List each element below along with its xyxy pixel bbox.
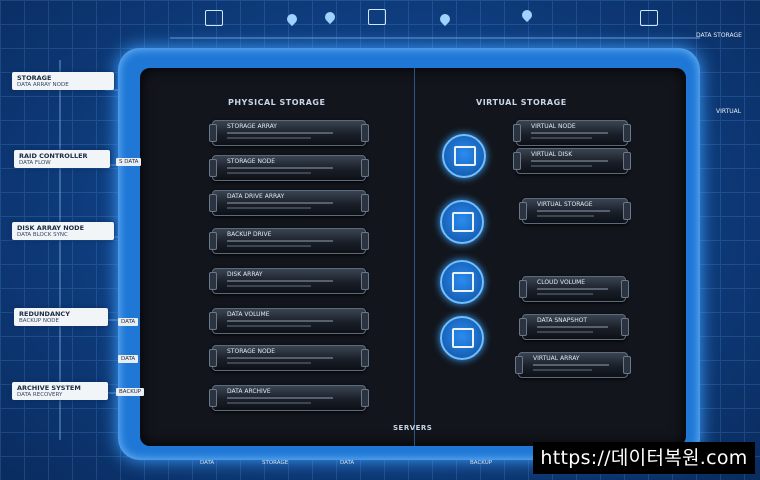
rack-label: CLOUD VOLUME bbox=[537, 279, 586, 286]
rack-label: VIRTUAL ARRAY bbox=[533, 355, 580, 362]
rack-label: BACKUP DRIVE bbox=[227, 231, 272, 238]
computer-node-icon bbox=[440, 316, 484, 360]
left-card: ARCHIVE SYSTEM DATA RECOVERY bbox=[12, 382, 108, 400]
top-server-icon bbox=[368, 9, 386, 25]
rack-label: STORAGE NODE bbox=[227, 348, 276, 355]
top-database-icon bbox=[640, 10, 658, 26]
card-title: RAID CONTROLLER bbox=[19, 152, 88, 160]
bottom-label: DATA bbox=[200, 460, 215, 466]
storage-rack: DATA DRIVE ARRAY bbox=[209, 190, 369, 216]
storage-rack: BACKUP DRIVE bbox=[209, 228, 369, 254]
storage-rack: STORAGE ARRAY bbox=[209, 120, 369, 146]
rack-label: DATA DRIVE ARRAY bbox=[227, 193, 285, 200]
card-title: DISK ARRAY NODE bbox=[17, 224, 85, 232]
rack-label: DISK ARRAY bbox=[227, 271, 263, 278]
bottom-label: DATA bbox=[340, 460, 355, 466]
side-label: DATA STORAGE bbox=[696, 32, 742, 39]
left-card: RAID CONTROLLER DATA FLOW bbox=[14, 150, 110, 168]
virtual-rack: CLOUD VOLUME bbox=[519, 276, 629, 302]
rack-label: DATA VOLUME bbox=[227, 311, 270, 318]
document-node-icon bbox=[440, 200, 484, 244]
virtual-rack: VIRTUAL STORAGE bbox=[519, 198, 631, 224]
server-node-icon bbox=[442, 134, 486, 178]
rack-label: VIRTUAL STORAGE bbox=[537, 201, 593, 208]
left-panel-title: PHYSICAL STORAGE bbox=[228, 98, 326, 107]
left-card: STORAGE DATA ARRAY NODE bbox=[12, 72, 114, 90]
rack-label: DATA ARCHIVE bbox=[227, 388, 271, 395]
card-title: STORAGE bbox=[17, 74, 52, 82]
storage-rack: STORAGE NODE bbox=[209, 345, 369, 371]
storage-node-icon bbox=[440, 260, 484, 304]
flow-tag: S DATA bbox=[116, 158, 142, 166]
rack-label: VIRTUAL DISK bbox=[531, 151, 573, 158]
flow-tag: DATA bbox=[118, 318, 139, 326]
card-title: REDUNDANCY bbox=[19, 310, 70, 318]
rack-label: STORAGE ARRAY bbox=[227, 123, 277, 130]
right-panel-title: VIRTUAL STORAGE bbox=[476, 98, 567, 107]
virtual-rack: VIRTUAL ARRAY bbox=[515, 352, 631, 378]
virtual-rack: VIRTUAL DISK bbox=[513, 148, 631, 174]
watermark-url: https://데이터복원.com bbox=[533, 442, 755, 474]
virtual-rack: DATA SNAPSHOT bbox=[519, 314, 629, 340]
card-subtitle: DATA ARRAY NODE bbox=[17, 82, 69, 88]
rack-label: VIRTUAL NODE bbox=[531, 123, 576, 130]
top-monitor-icon bbox=[205, 10, 223, 26]
card-subtitle: DATA FLOW bbox=[19, 160, 51, 166]
storage-rack: DATA ARCHIVE bbox=[209, 385, 369, 411]
storage-rack: DISK ARRAY bbox=[209, 268, 369, 294]
card-subtitle: DATA BLOCK SYNC bbox=[17, 232, 68, 238]
flow-tag: DATA bbox=[118, 355, 139, 363]
left-card: DISK ARRAY NODE DATA BLOCK SYNC bbox=[12, 222, 114, 240]
storage-rack: DATA VOLUME bbox=[209, 308, 369, 334]
virtual-rack: VIRTUAL NODE bbox=[513, 120, 631, 146]
card-subtitle: DATA RECOVERY bbox=[17, 392, 63, 398]
bottom-label: BACKUP bbox=[470, 460, 493, 466]
rack-label: DATA SNAPSHOT bbox=[537, 317, 588, 324]
side-label: VIRTUAL bbox=[716, 108, 742, 115]
bottom-label: STORAGE bbox=[262, 460, 289, 466]
left-card: REDUNDANCY BACKUP NODE bbox=[14, 308, 108, 326]
card-title: ARCHIVE SYSTEM bbox=[17, 384, 81, 392]
panel-divider bbox=[414, 68, 415, 446]
servers-label: SERVERS bbox=[393, 424, 433, 432]
storage-rack: STORAGE NODE bbox=[209, 155, 369, 181]
flow-tag: BACKUP bbox=[116, 388, 145, 396]
card-subtitle: BACKUP NODE bbox=[19, 318, 59, 324]
rack-label: STORAGE NODE bbox=[227, 158, 276, 165]
